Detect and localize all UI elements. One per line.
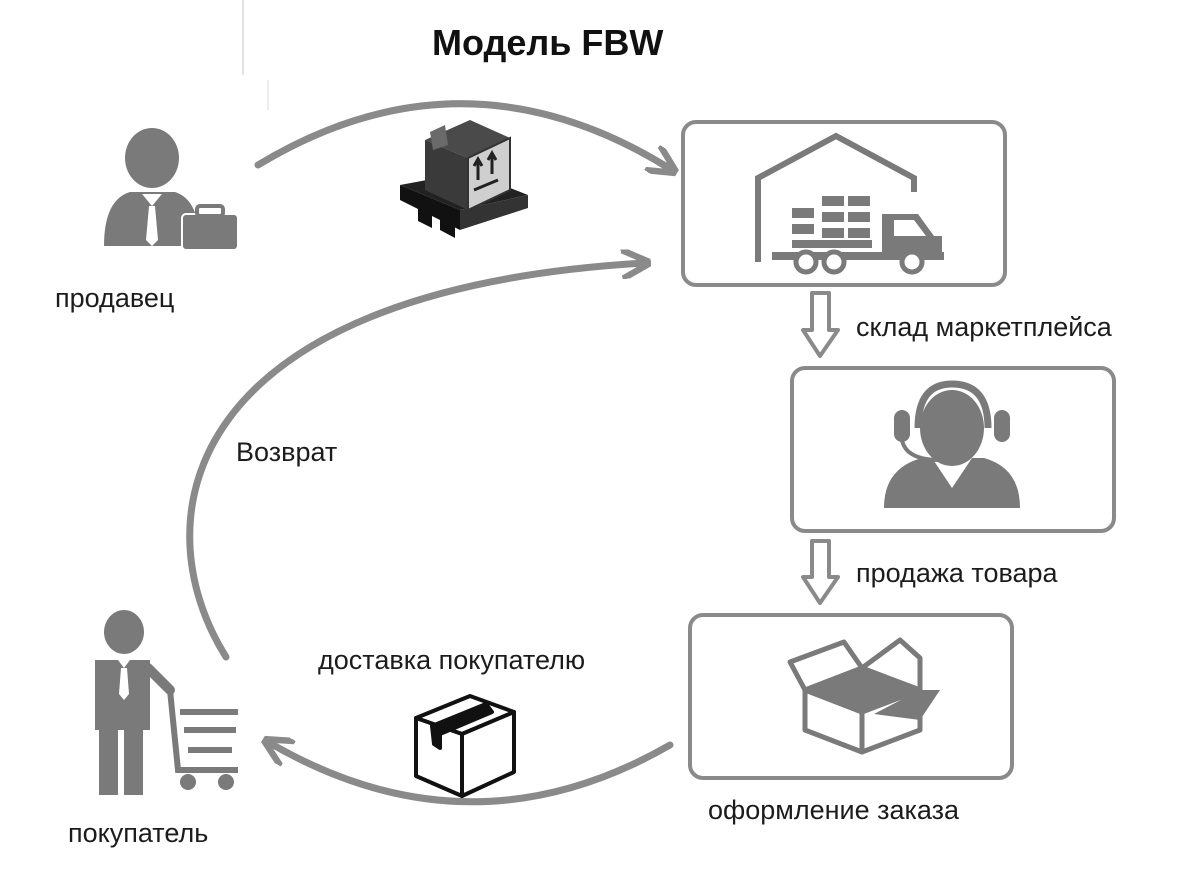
buyer-label: покупатель bbox=[68, 818, 209, 848]
operator-headset-icon bbox=[884, 380, 1020, 508]
down-arrow-1 bbox=[801, 291, 840, 358]
down-arrow-2 bbox=[801, 539, 840, 605]
return-label: Возврат bbox=[236, 437, 338, 467]
open-box-icon bbox=[787, 637, 940, 755]
seller-icon bbox=[104, 128, 239, 251]
return-arrow bbox=[186, 263, 645, 661]
parcel-icon bbox=[414, 694, 516, 798]
supply-arrow bbox=[254, 100, 672, 170]
seller-label: продавец bbox=[55, 283, 175, 313]
sale-label: продажа товара bbox=[856, 558, 1058, 588]
order-label: оформление заказа bbox=[708, 795, 960, 825]
diagram-title: Модель FBW bbox=[432, 22, 664, 63]
warehouse-truck-icon bbox=[755, 132, 944, 275]
delivery-arrow bbox=[268, 742, 674, 806]
delivery-label: доставка покупателю bbox=[318, 645, 586, 675]
pallet-box-icon bbox=[400, 120, 528, 238]
buyer-cart-icon bbox=[95, 610, 238, 795]
warehouse-label: склад маркетплейса bbox=[856, 312, 1112, 342]
